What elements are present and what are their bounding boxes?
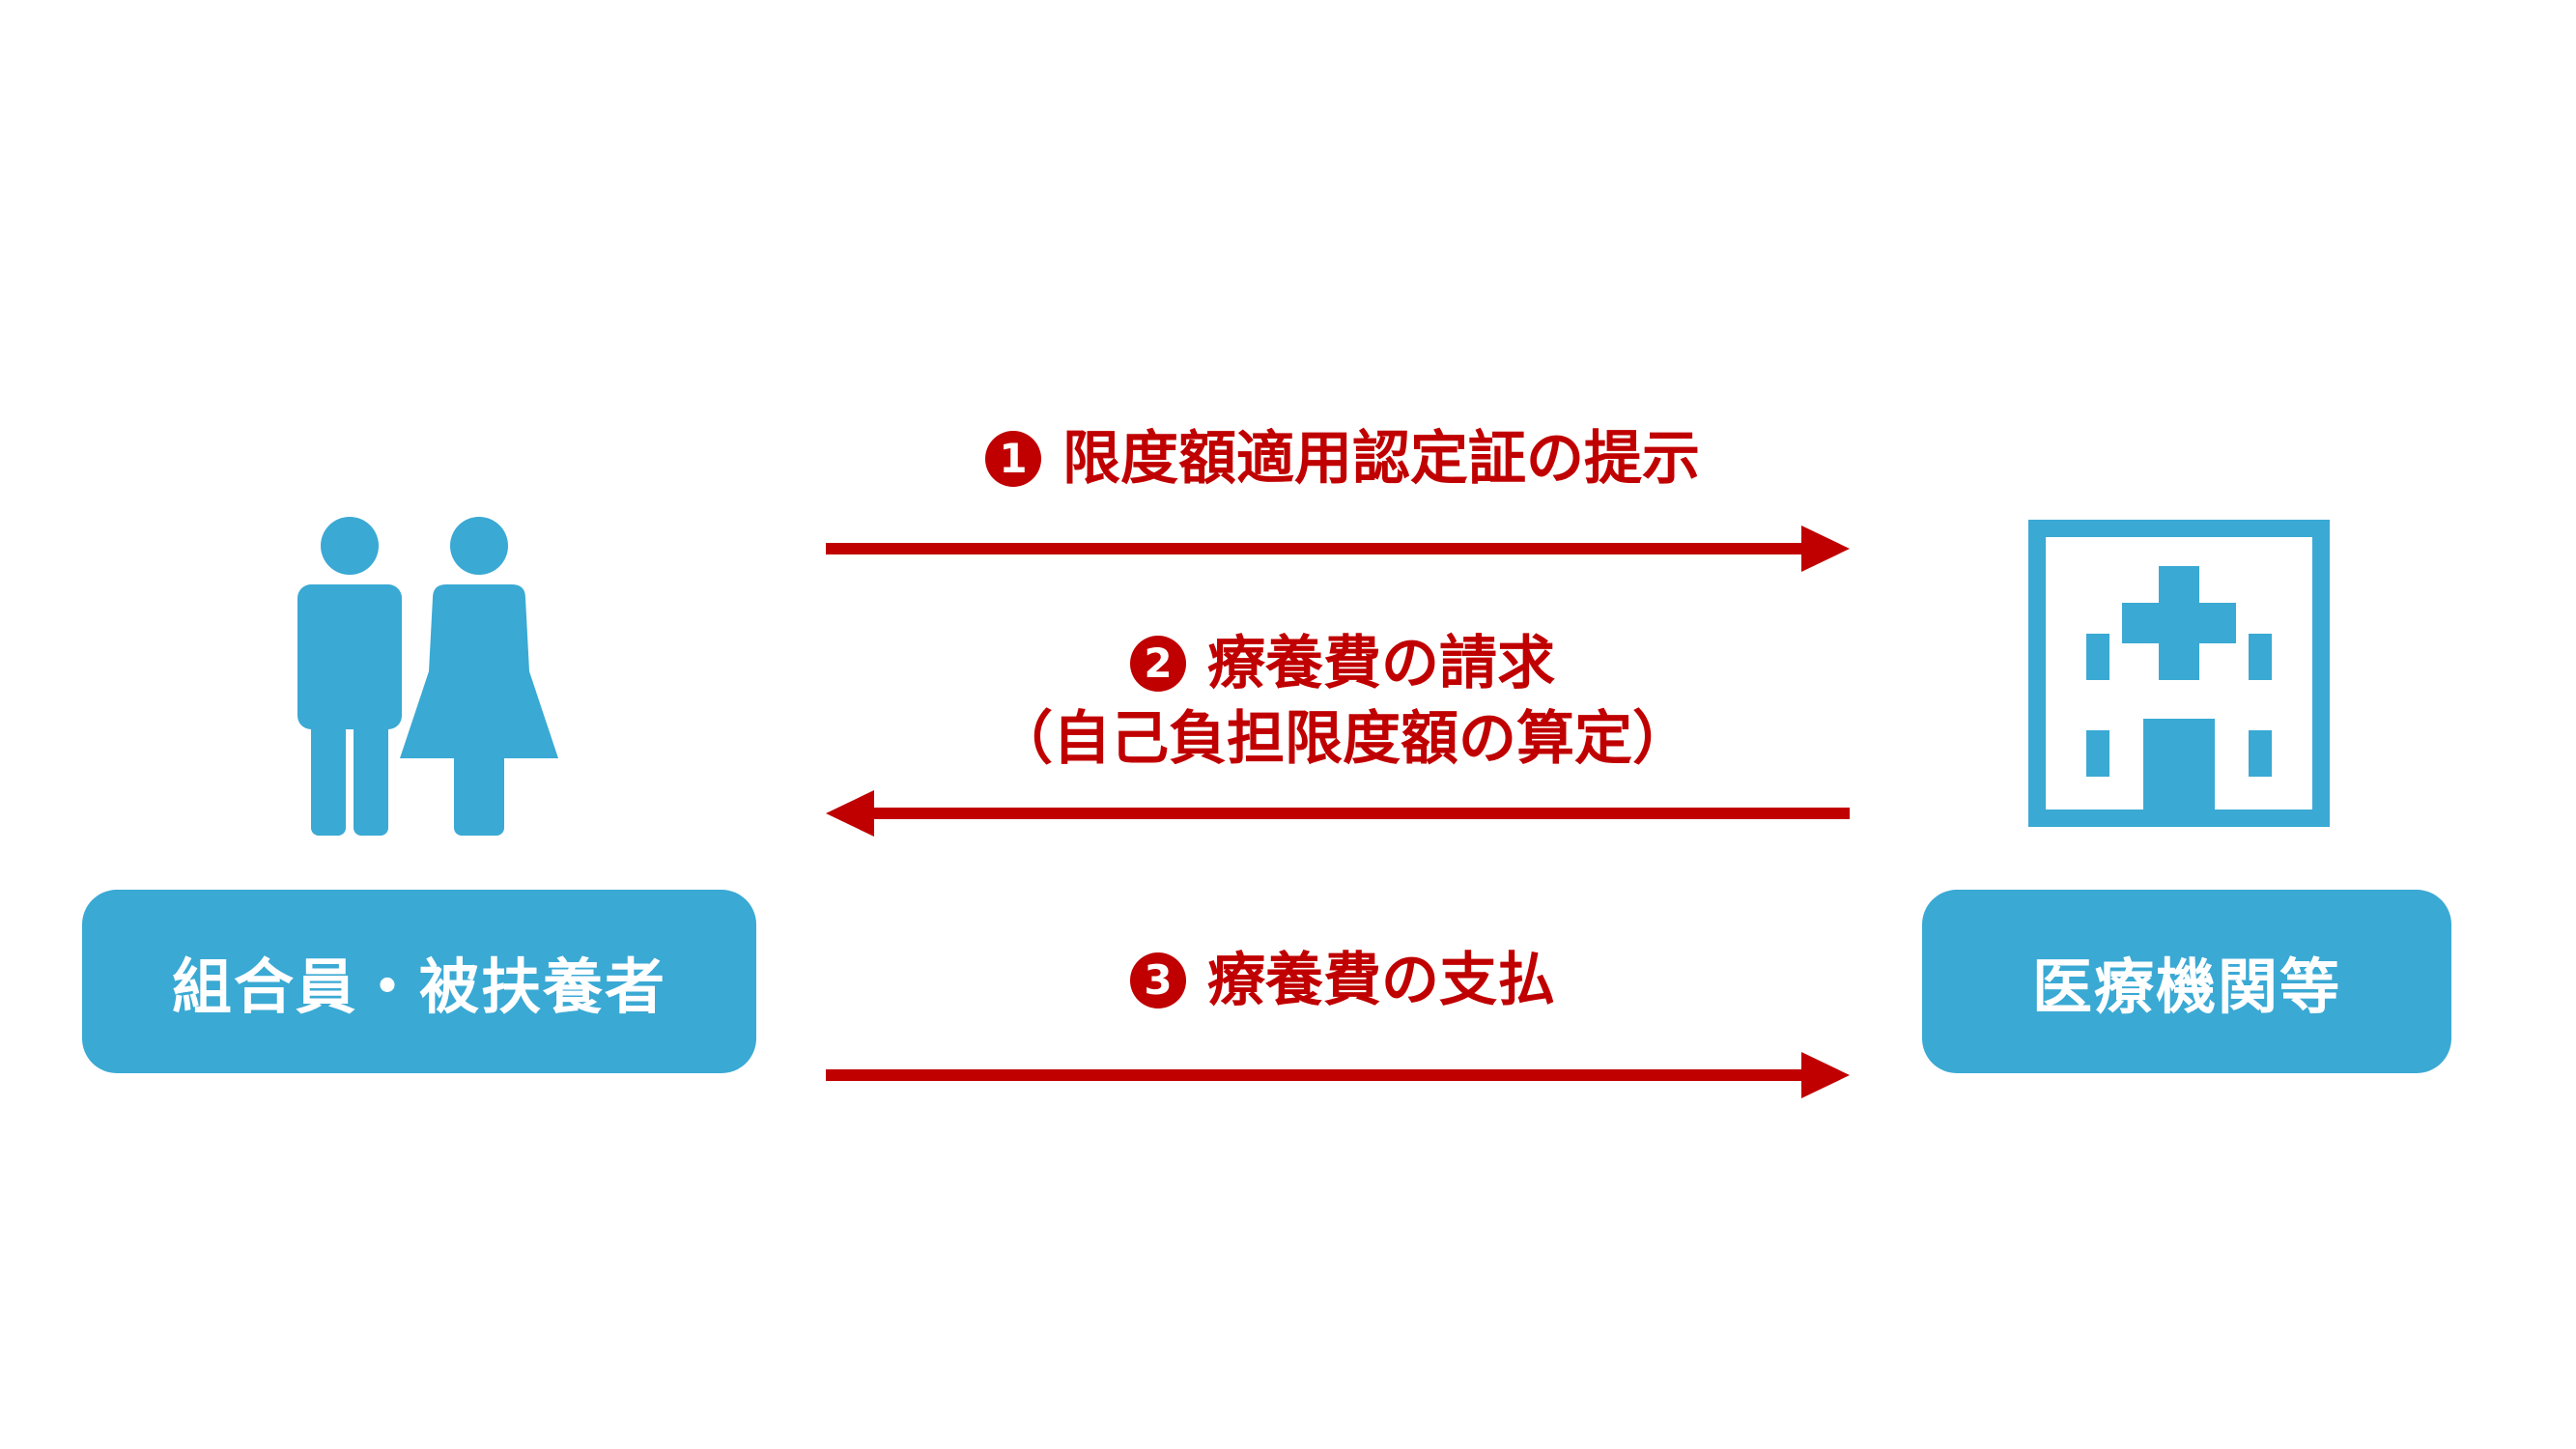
medical-institution-box: 医療機関等 <box>1922 890 2451 1073</box>
hospital-icon <box>2028 520 2330 827</box>
member-label: 組合員・被扶養者 <box>171 952 666 1022</box>
people-icon <box>297 517 558 836</box>
member-box: 組合員・被扶養者 <box>82 890 756 1073</box>
step-2-number-badge: 2 <box>1130 636 1186 692</box>
step-1-label-row: 1 限度額適用認定証の提示 <box>831 425 1854 493</box>
step-1-label: 限度額適用認定証の提示 <box>1062 425 1700 493</box>
step-2-arrow-left <box>826 790 1850 837</box>
step-1-arrow-right <box>826 526 1850 572</box>
step-3-label-row: 3 療養費の支払 <box>831 947 1854 1014</box>
step-2-sublabel-row: （自己負担限度額の算定） <box>831 705 1854 773</box>
step-2-label: 療養費の請求 <box>1207 630 1555 697</box>
step-3-arrow-right <box>826 1052 1850 1098</box>
medical-institution-label: 医療機関等 <box>2031 952 2341 1022</box>
step-3-number-badge: 3 <box>1130 952 1186 1009</box>
step-3-label: 療養費の支払 <box>1207 947 1555 1014</box>
step-2-label-row: 2 療養費の請求 <box>831 630 1854 697</box>
step-2-sublabel: （自己負担限度額の算定） <box>995 705 1690 773</box>
step-1-number-badge: 1 <box>985 431 1041 487</box>
